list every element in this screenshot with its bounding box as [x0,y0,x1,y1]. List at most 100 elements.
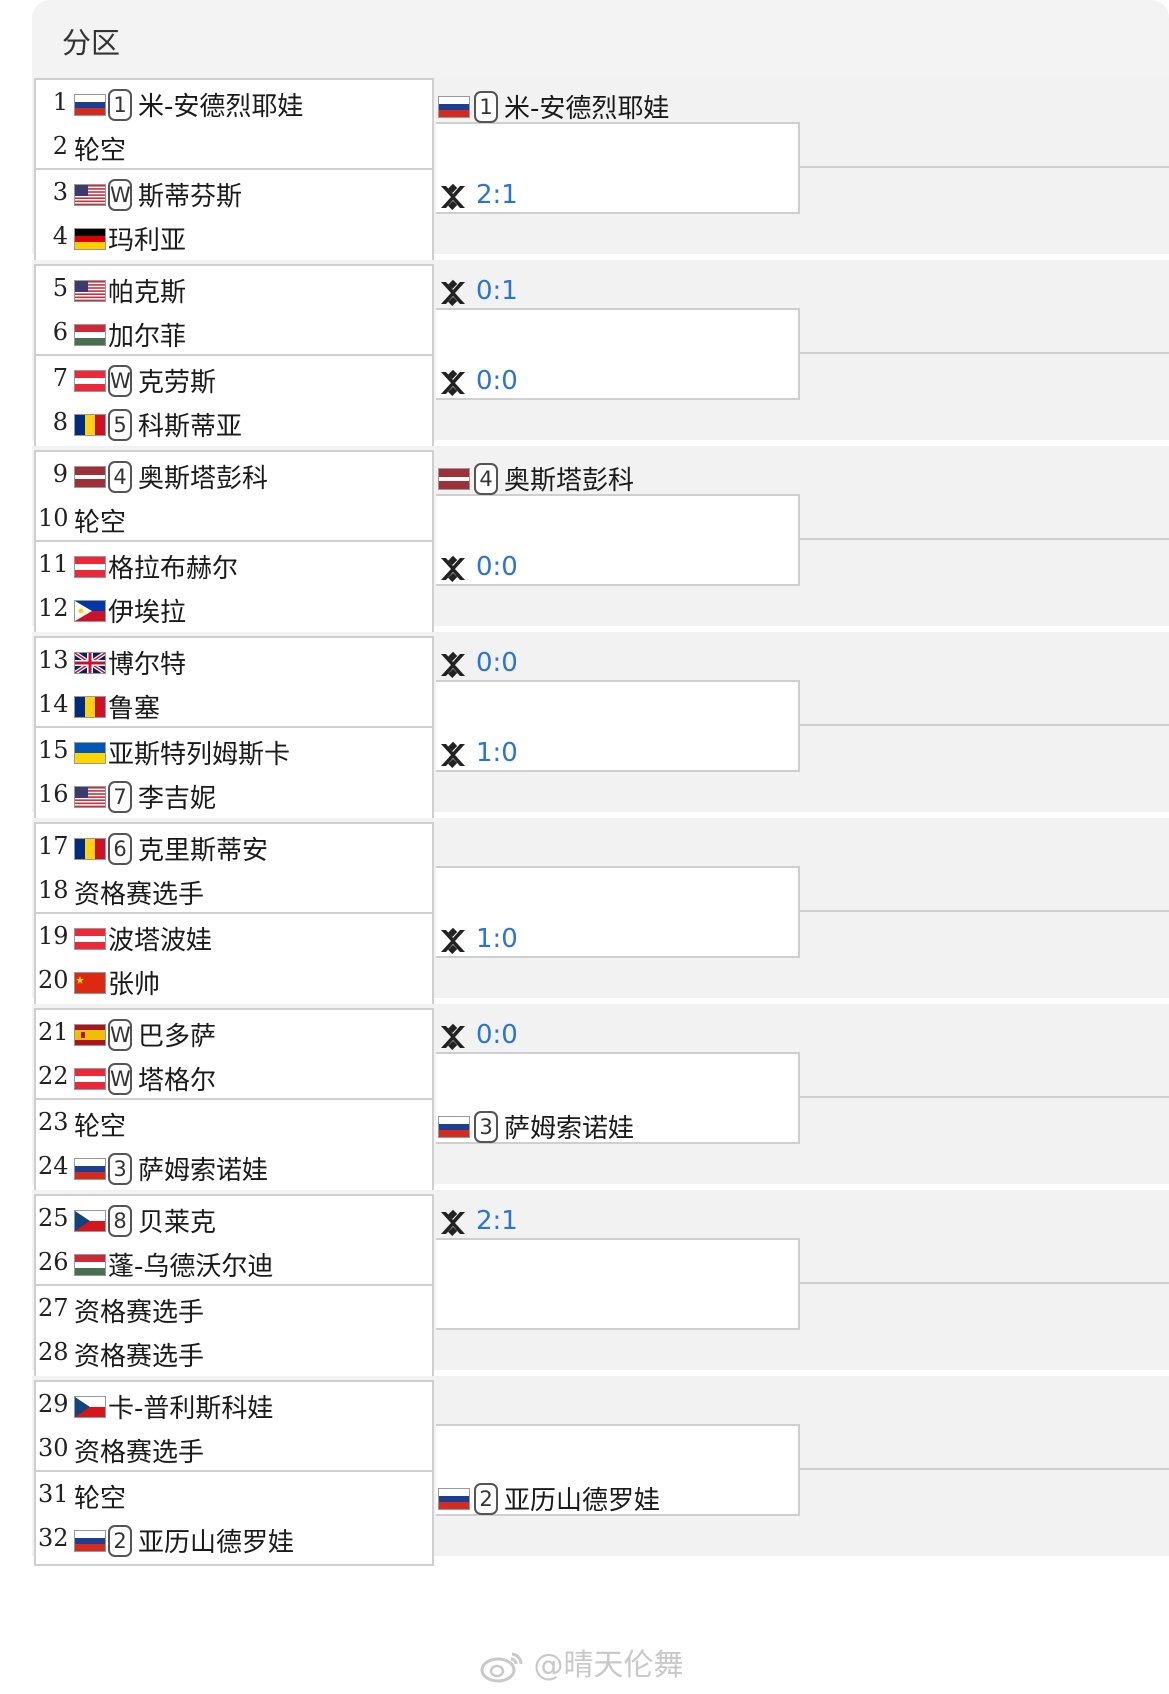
player-name: 斯蒂芬斯 [138,182,243,212]
flag-russia-icon [74,94,106,116]
flag-russia-icon [438,96,470,118]
flag-uk-icon [74,652,106,674]
draw-position: 3 [52,178,68,206]
draw-position: 11 [38,550,69,578]
round2-match[interactable]: 2:1 [438,1200,798,1246]
round2-match[interactable]: 0:0 [438,642,798,688]
player-name: 加尔菲 [108,322,187,352]
flag-austria-icon [74,928,106,950]
match-score[interactable]: 2:1 [476,180,518,210]
draw-position: 19 [38,922,69,950]
round3-connector [800,1468,1169,1470]
flag-usa-icon [74,184,106,206]
match-versus-icon [438,1022,468,1052]
match-versus-icon [438,182,468,212]
flag-usa-icon [74,280,106,302]
player-name: 资格赛选手 [74,1342,205,1372]
watermark: @晴天伦舞 [480,1640,684,1684]
match-score[interactable]: 0:0 [476,366,518,396]
round2-match[interactable]: 0:0 [438,360,798,406]
draw-entrant[interactable]: 29 卡-普利斯科娃 [34,1384,434,1430]
draw-position: 32 [38,1524,69,1552]
round2-connector [436,122,800,214]
match-score[interactable]: 0:0 [476,552,518,582]
player-name: 轮空 [74,136,127,166]
round2-match[interactable]: 1:0 [438,732,798,778]
round2-match[interactable]: 0:0 [438,546,798,592]
round2-connector [436,866,800,958]
round2-match[interactable]: 2:1 [438,174,798,220]
match-score[interactable]: 0:1 [476,276,518,306]
seed-badge: 2 [108,1525,132,1557]
match-score[interactable]: 0:0 [476,648,518,678]
draw-position: 8 [52,408,68,436]
draw-position: 9 [52,460,68,488]
section-title: 分区 [62,26,121,60]
match-score[interactable]: 2:1 [476,1206,518,1236]
match-score[interactable]: 1:0 [476,924,518,954]
flag-spain-icon [74,1024,106,1046]
round2-match[interactable]: 1:0 [438,918,798,964]
round3-connector [800,1282,1169,1284]
draw-position: 22 [38,1062,69,1090]
seed-badge: 1 [474,91,498,123]
player-name: 巴多萨 [138,1022,217,1052]
round2-match[interactable]: 0:0 [438,1014,798,1060]
player-name: 卡-普利斯科娃 [108,1394,274,1424]
flag-ukraine-icon [74,742,106,764]
draw-position: 28 [38,1338,69,1366]
player-name: 轮空 [74,1112,127,1142]
player-name: 贝莱克 [138,1208,217,1238]
flag-romania-icon [74,838,106,860]
flag-russia-icon [438,1488,470,1510]
player-name: 亚斯特列姆斯卡 [108,740,291,770]
player-name: 萨姆索诺娃 [504,1114,635,1144]
flag-russia-icon [438,1116,470,1138]
draw-position: 20 [38,966,69,994]
flag-romania-icon [74,414,106,436]
match-versus-icon [438,1208,468,1238]
round2-match[interactable]: 0:1 [438,270,798,316]
draw-position: 16 [38,780,69,808]
draw-position: 29 [38,1390,69,1418]
seed-badge: W [108,1063,132,1095]
match-score[interactable]: 0:0 [476,1020,518,1050]
match-score[interactable]: 1:0 [476,738,518,768]
draw-position: 7 [52,364,68,392]
